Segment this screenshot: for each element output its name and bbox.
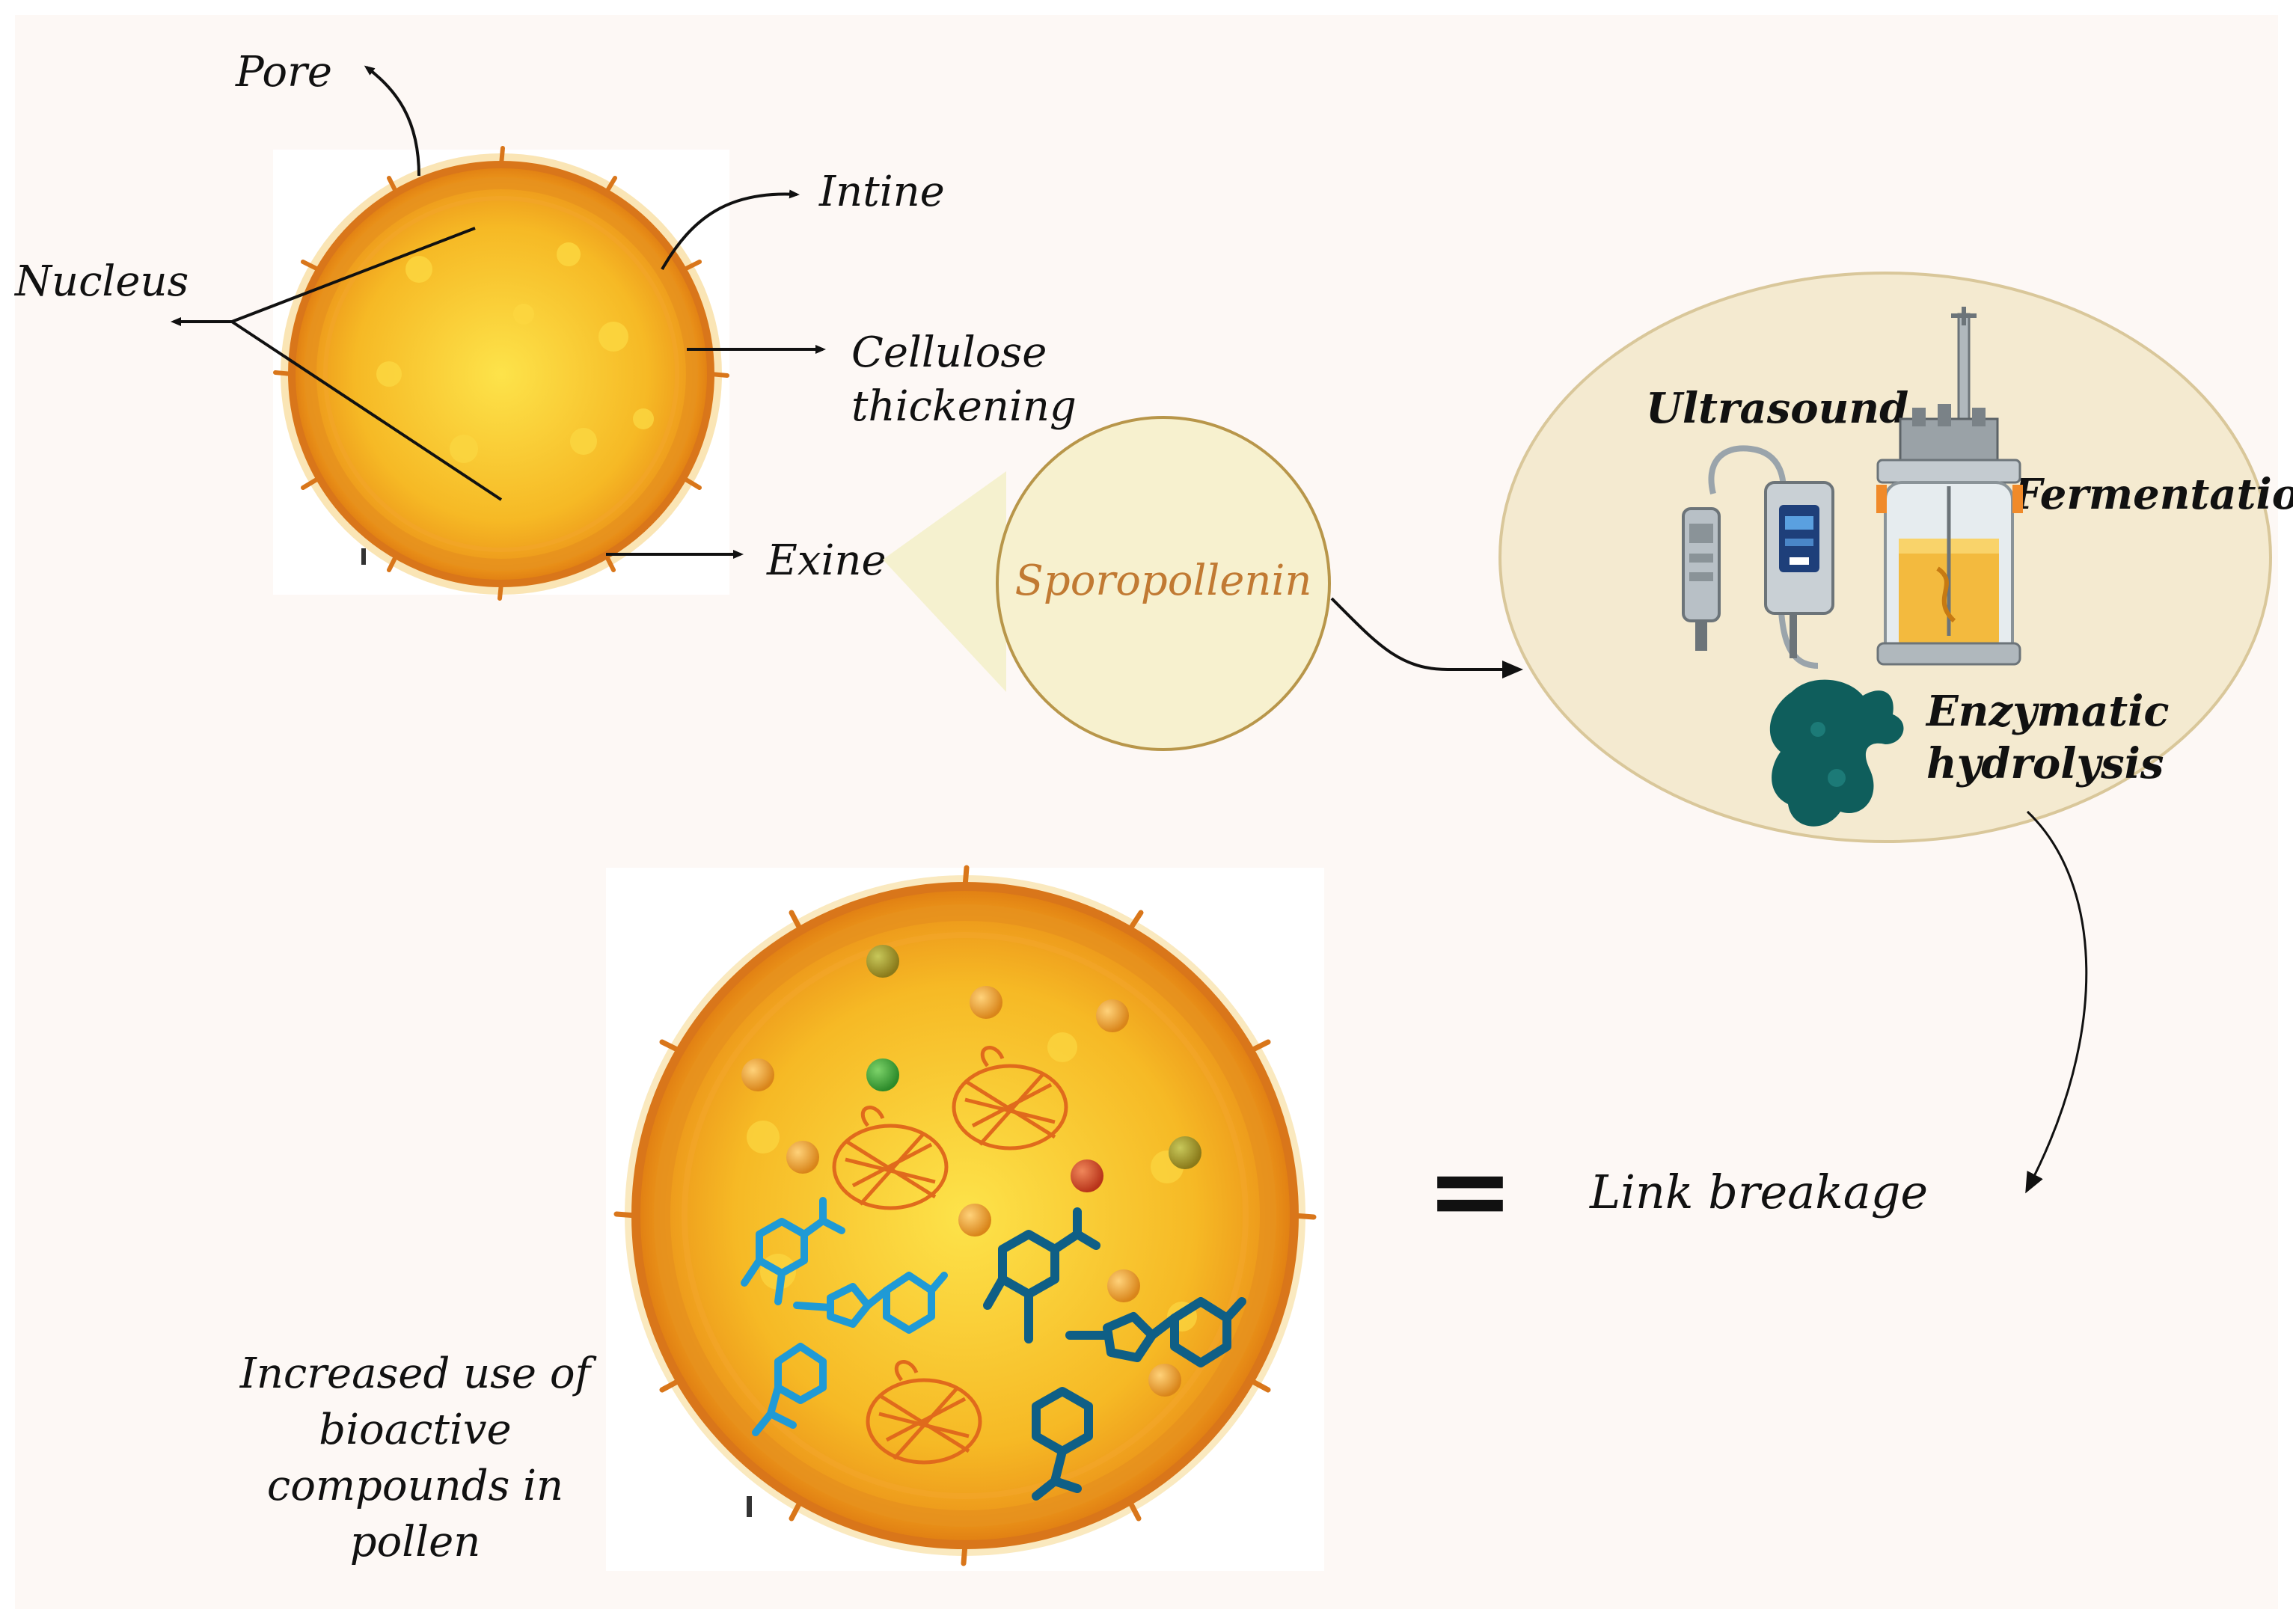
caption-line1: Increased use of	[239, 1349, 598, 1398]
caption-line3: compounds in	[267, 1462, 563, 1510]
protein-icon	[952, 1046, 1068, 1150]
sporopollenin-label: Sporopollenin	[1015, 557, 1312, 605]
cellulose-label-line1: Cellulose	[851, 328, 1047, 377]
zoom-wedge	[883, 471, 1006, 692]
enzyme-icon	[1769, 679, 1904, 827]
molecule-icon	[752, 1343, 827, 1436]
process-arrow	[1330, 597, 1523, 678]
protein-icon	[832, 1106, 949, 1210]
ultrasound-label: Ultrasound	[1646, 384, 1908, 433]
pollen-grain-top	[273, 146, 729, 601]
molecule-icon	[793, 1272, 948, 1334]
result-arrow	[2025, 810, 2088, 1194]
ultrasound-device-icon	[1682, 445, 1834, 669]
link-breakage-label: Link breakage	[1589, 1165, 1928, 1219]
fermentation-label: Fermentation	[2011, 470, 2293, 519]
cellulose-label-line2: thickening	[851, 382, 1077, 431]
equals-sign: =	[1426, 1130, 1513, 1252]
molecule-icon	[983, 1207, 1100, 1343]
caption-line4: pollen	[350, 1518, 481, 1566]
molecule-icon	[1065, 1297, 1246, 1367]
pollen-grain-bottom	[606, 865, 1324, 1571]
exine-label: Exine	[766, 536, 887, 585]
pore-label: Pore	[235, 48, 332, 96]
caption-line2: bioactive	[319, 1406, 511, 1454]
protein-icon	[866, 1360, 982, 1465]
molecule-icon	[741, 1197, 845, 1305]
bioreactor-icon	[1876, 307, 2023, 666]
intine-label: Intine	[818, 168, 945, 216]
enzymatic-label-line2: hydrolysis	[1926, 739, 2164, 788]
enzymatic-label-line1: Enzymatic	[1925, 687, 2170, 736]
molecule-icon	[1032, 1387, 1093, 1501]
sporopollenin-circle	[996, 416, 1331, 751]
nucleus-label: Nucleus	[13, 257, 189, 306]
intine-arrow	[661, 189, 800, 270]
nucleus-pointer	[171, 227, 503, 501]
pore-arrow	[364, 65, 420, 177]
